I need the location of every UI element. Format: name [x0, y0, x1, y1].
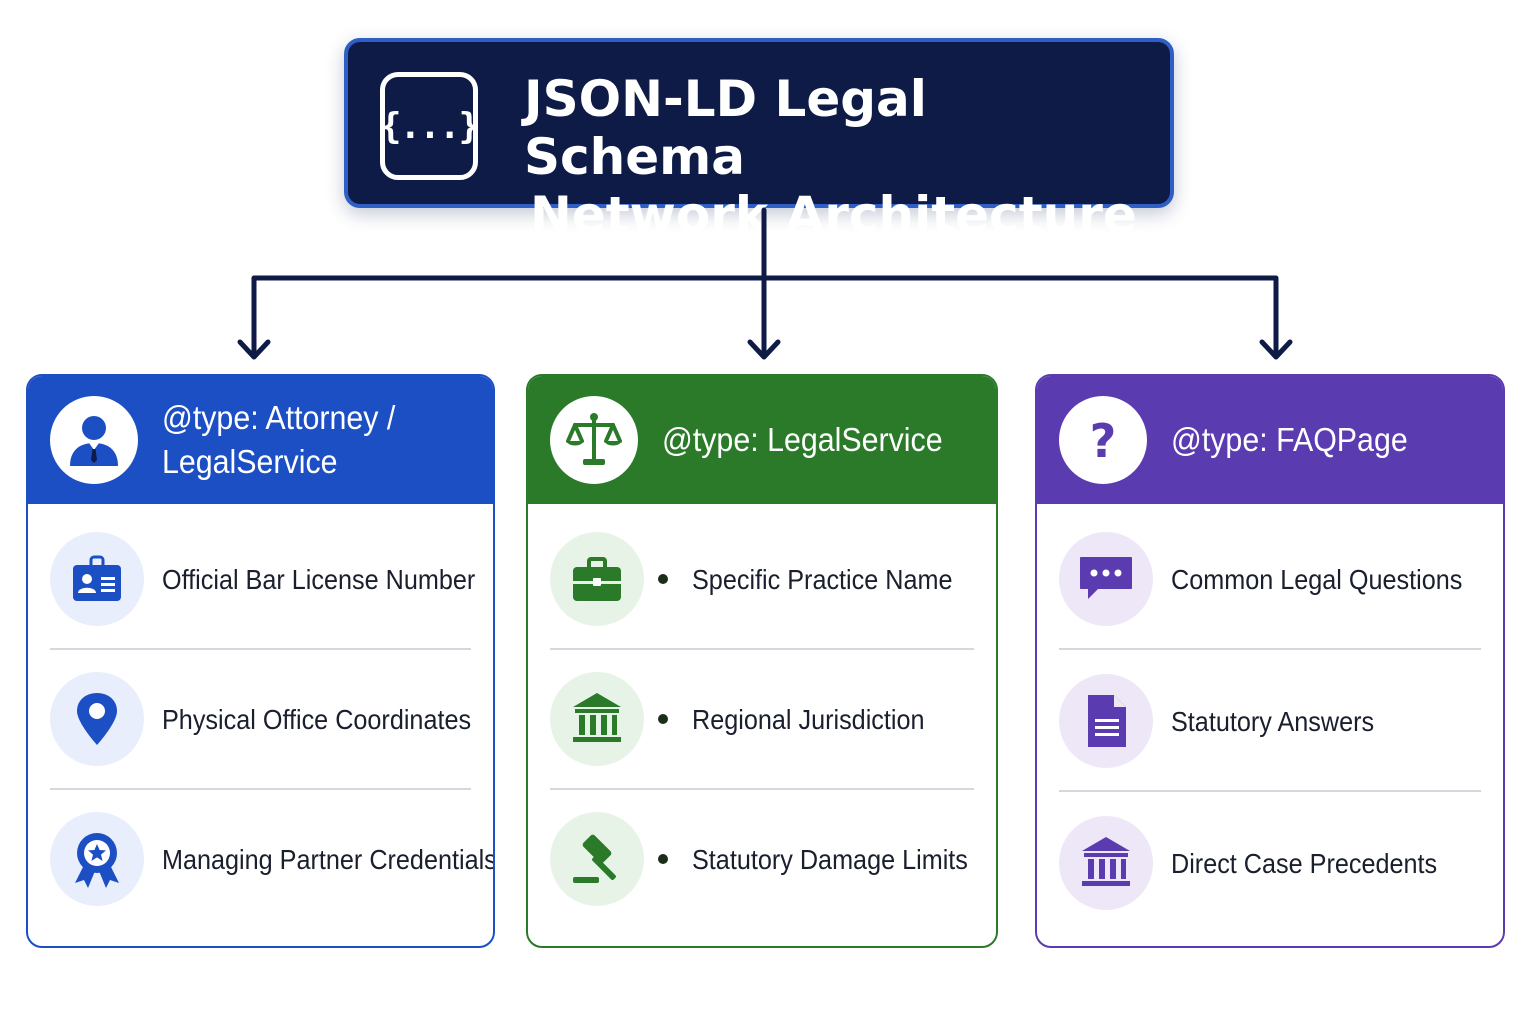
- row-label: Specific Practice Name: [692, 564, 953, 595]
- row-label: Common Legal Questions: [1171, 564, 1463, 595]
- json-braces-icon: {...}: [380, 72, 480, 180]
- row-label: Regional Jurisdiction: [692, 704, 925, 735]
- connector-branch: [251, 275, 1279, 359]
- id-badge-icon: [50, 532, 144, 626]
- card-header-faqpage: ? @type: FAQPage: [1037, 376, 1503, 504]
- divider: [1059, 790, 1481, 792]
- row-label: Direct Case Precedents: [1171, 848, 1438, 879]
- arrowhead-center: [747, 339, 781, 360]
- row-label: Physical Office Coordinates: [162, 704, 472, 735]
- card-title: @type: Attorney / LegalService: [162, 399, 396, 480]
- bullet-dot: [658, 574, 668, 584]
- bullet-dot: [658, 854, 668, 864]
- chat-bubble-icon: [1059, 532, 1153, 626]
- card-header-attorney: @type: Attorney / LegalService: [28, 376, 493, 504]
- root-node: {...} JSON-LD Legal Schema Network Archi…: [344, 38, 1174, 244]
- connector-lines: [237, 207, 1293, 360]
- card-attorney: @type: Attorney / LegalService Official …: [26, 374, 495, 948]
- list-item: Statutory Answers: [1059, 652, 1481, 792]
- briefcase-icon: [550, 532, 644, 626]
- list-item: Managing Partner Credentials: [50, 790, 493, 930]
- divider: [550, 648, 974, 650]
- divider: [550, 788, 974, 790]
- arrowhead-right: [1259, 339, 1293, 360]
- list-item: Physical Office Coordinates: [50, 650, 471, 790]
- attorney-person-icon: [50, 396, 138, 484]
- list-item: Specific Practice Name: [550, 510, 974, 650]
- diagram-title-line-1: JSON-LD Legal Schema: [524, 70, 927, 186]
- diagram-title-line-2: Network Architecture: [530, 186, 1137, 244]
- row-label: Statutory Answers: [1171, 706, 1375, 737]
- bullet-dot: [658, 714, 668, 724]
- award-ribbon-icon: [50, 812, 144, 906]
- card-header-legalservice: @type: LegalService: [528, 376, 996, 504]
- gavel-icon: [550, 812, 644, 906]
- divider: [1059, 648, 1481, 650]
- list-item: Statutory Damage Limits: [550, 790, 974, 930]
- list-item: Common Legal Questions: [1059, 510, 1481, 650]
- diagram-title: JSON-LD Legal Schema Network Architectur…: [524, 70, 1144, 244]
- question-bubble-icon: ?: [1059, 396, 1147, 484]
- courthouse-icon: [550, 672, 644, 766]
- row-label: Managing Partner Credentials: [162, 844, 495, 875]
- courthouse-icon: [1059, 816, 1153, 910]
- arrowhead-left: [237, 339, 271, 360]
- map-pin-icon: [50, 672, 144, 766]
- row-label: Official Bar License Number: [162, 564, 476, 595]
- divider: [50, 788, 471, 790]
- list-item: Regional Jurisdiction: [550, 650, 974, 790]
- document-icon: [1059, 674, 1153, 768]
- svg-text:?: ?: [1090, 414, 1117, 468]
- card-title: @type: FAQPage: [1171, 421, 1408, 458]
- scales-of-justice-icon: [550, 396, 638, 484]
- row-label: Statutory Damage Limits: [692, 844, 968, 875]
- card-faqpage: ? @type: FAQPage Common Legal Questions: [1035, 374, 1505, 948]
- card-title: @type: LegalService: [662, 421, 943, 458]
- list-item: Official Bar License Number: [50, 510, 475, 650]
- divider: [50, 648, 471, 650]
- list-item: Direct Case Precedents: [1059, 794, 1481, 934]
- card-legalservice: @type: LegalService Specific Practice Na…: [526, 374, 998, 948]
